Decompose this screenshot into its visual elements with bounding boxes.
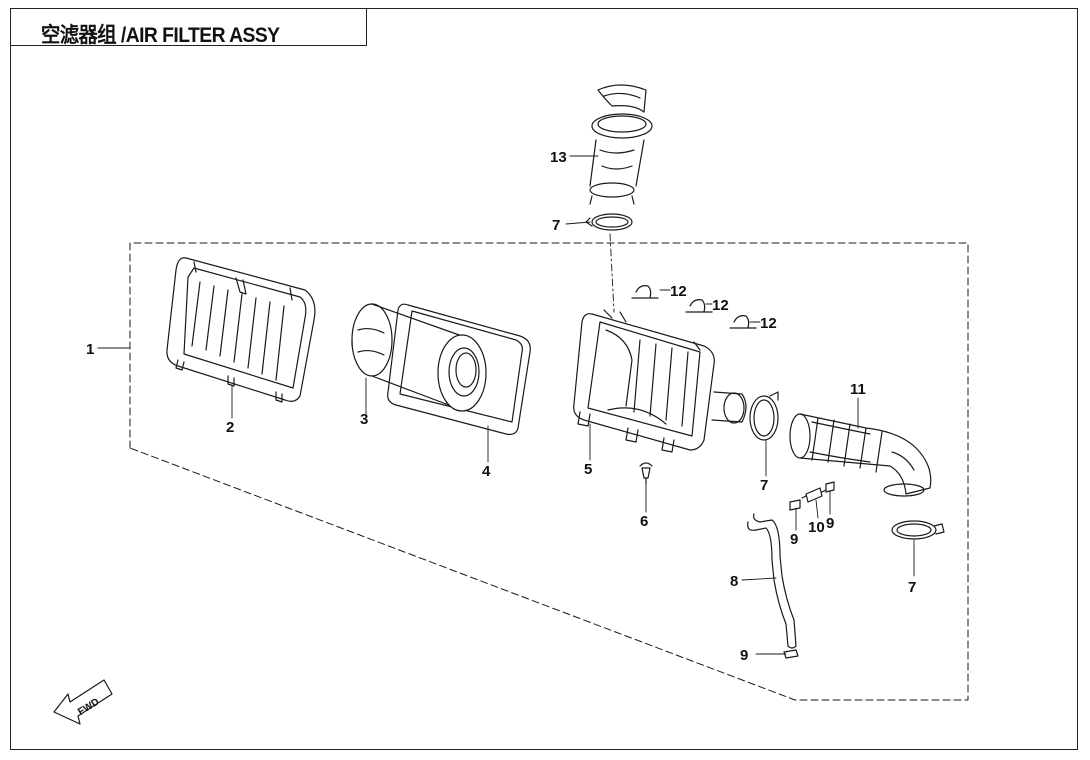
callout-9-b: 9 (826, 515, 834, 532)
part-9-clip-c (783, 649, 799, 659)
callout-7-upper: 7 (552, 217, 560, 234)
callout-9-a: 9 (790, 531, 798, 548)
part-9-clip-a (789, 499, 801, 511)
callout-8: 8 (730, 573, 738, 590)
part-7-clamp-middle (749, 391, 779, 441)
part-11-outlet-boot (789, 413, 932, 497)
callout-10: 10 (808, 519, 825, 536)
part-12-clip-c (729, 315, 757, 329)
part-3-filter-element (351, 303, 487, 412)
part-10-connector (801, 487, 827, 503)
callout-9-c: 9 (740, 647, 748, 664)
part-2-filter-cover (166, 257, 316, 403)
callout-7-lower: 7 (908, 579, 916, 596)
part-6-drain-valve (639, 462, 653, 485)
callout-11: 11 (850, 381, 866, 398)
callout-5: 5 (584, 461, 592, 478)
assembly-boundary (129, 242, 969, 701)
part-7-clamp-lower (891, 520, 945, 540)
leader-lines (97, 155, 915, 655)
callout-13: 13 (550, 149, 567, 166)
part-8-drain-hose (747, 513, 797, 649)
callout-12-b: 12 (712, 297, 729, 314)
callout-2: 2 (226, 419, 234, 436)
fwd-label: FWD (76, 696, 101, 717)
part-4-seal (387, 303, 531, 435)
part-13-intake-duct (589, 84, 653, 205)
callout-3: 3 (360, 411, 368, 428)
title-box: 空滤器组 /AIR FILTER ASSY (10, 8, 367, 47)
part-7-clamp-upper (585, 213, 633, 231)
part-9-clip-b (825, 481, 835, 493)
diagram-title: 空滤器组 /AIR FILTER ASSY (41, 24, 280, 47)
part-5-filter-box (573, 309, 747, 453)
fwd-arrow-shape (53, 679, 113, 725)
callout-7-middle: 7 (760, 477, 768, 494)
centerline-duct (609, 233, 615, 313)
part-12-clip-a (631, 285, 659, 299)
drawing-frame (10, 8, 1078, 750)
callout-4: 4 (482, 463, 491, 480)
callout-6: 6 (640, 513, 648, 530)
callout-12-c: 12 (760, 315, 777, 332)
callout-12-a: 12 (670, 283, 687, 300)
part-12-clip-b (685, 299, 713, 313)
callout-1: 1 (86, 341, 94, 358)
